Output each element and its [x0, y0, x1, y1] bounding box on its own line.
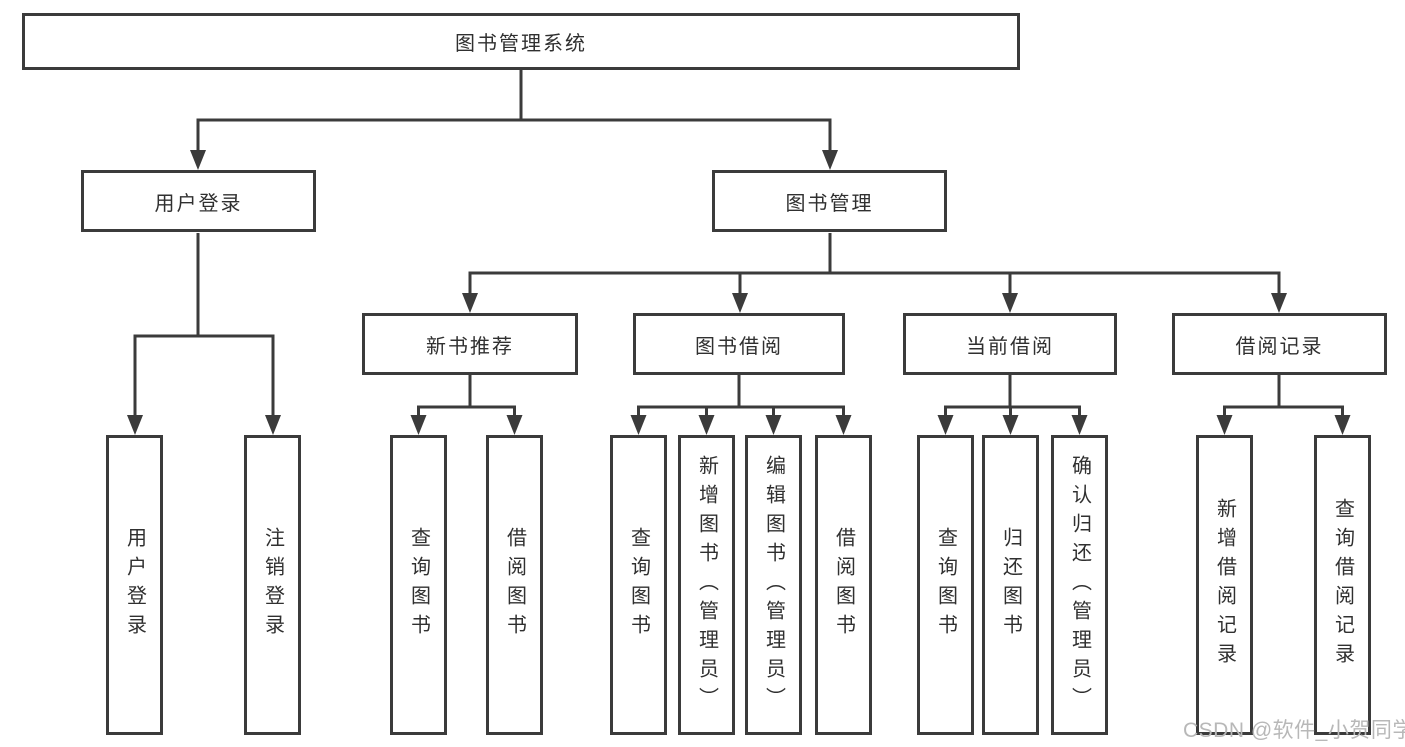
leaf-user-login: 用户登录 — [106, 435, 163, 735]
node-book-management: 图书管理 — [712, 170, 947, 232]
leaf-logout: 注销登录 — [244, 435, 301, 735]
node-borrow-records: 借阅记录 — [1172, 313, 1387, 375]
watermark: CSDN @软件_小贺同学 — [1183, 719, 1405, 742]
leaf-edit-book-admin: 编辑图书（管理员） — [745, 435, 802, 735]
node-book-borrow: 图书借阅 — [633, 313, 845, 375]
leaf-borrow-books-borrow: 借阅图书 — [815, 435, 872, 735]
leaf-query-books-current: 查询图书 — [917, 435, 974, 735]
node-current-borrow: 当前借阅 — [903, 313, 1117, 375]
node-new-book-recommend: 新书推荐 — [362, 313, 578, 375]
leaf-borrow-books-recommend: 借阅图书 — [486, 435, 543, 735]
leaf-query-books-recommend: 查询图书 — [390, 435, 447, 735]
leaf-add-borrow-record: 新增借阅记录 — [1196, 435, 1253, 735]
node-root: 图书管理系统 — [22, 13, 1020, 70]
node-user-login: 用户登录 — [81, 170, 316, 232]
leaf-return-book: 归还图书 — [982, 435, 1039, 735]
leaf-confirm-return-admin: 确认归还（管理员） — [1051, 435, 1108, 735]
leaf-query-books-borrow: 查询图书 — [610, 435, 667, 735]
leaf-query-borrow-record: 查询借阅记录 — [1314, 435, 1371, 735]
leaf-add-book-admin: 新增图书（管理员） — [678, 435, 735, 735]
